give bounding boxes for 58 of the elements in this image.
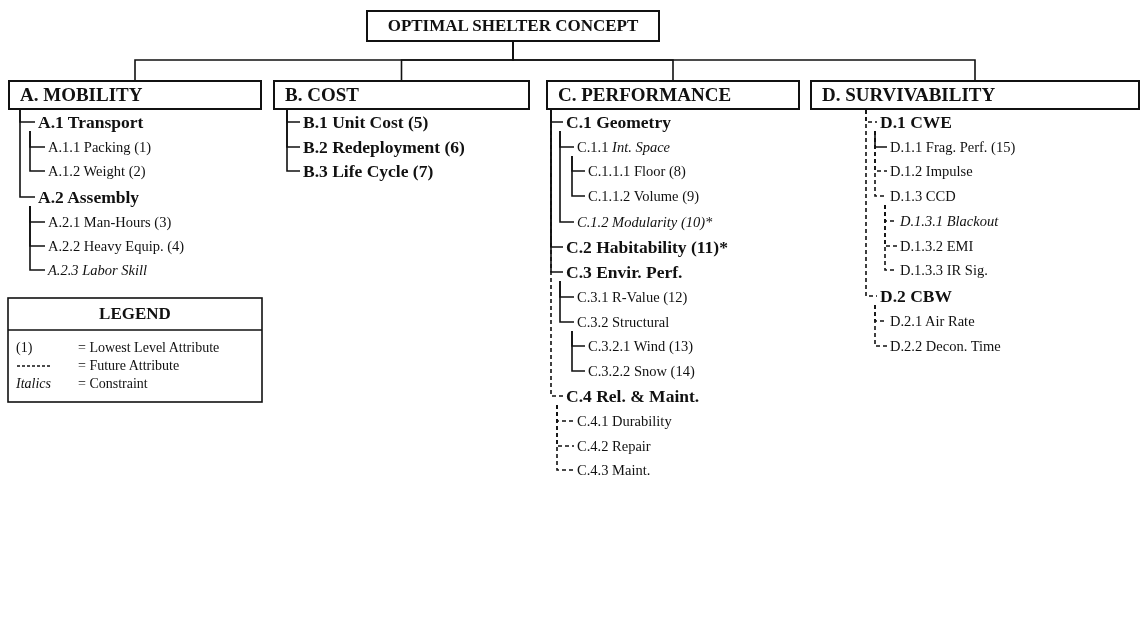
- attribute-label: C.4.2 Repair: [577, 436, 651, 456]
- attribute-label: D.1.3.2 EMI: [900, 236, 974, 256]
- attribute-label: D.1.3.3 IR Sig.: [900, 260, 988, 280]
- attribute-heading: B.3 Life Cycle (7): [303, 161, 434, 181]
- tree-connector: [874, 304, 888, 347]
- attribute-label: C.1.1.1 Floor (8): [588, 161, 686, 181]
- legend-sample: (1): [16, 339, 33, 357]
- tree-connector: [19, 109, 36, 198]
- attribute-heading: D.1 CWE: [880, 112, 952, 132]
- attribute-label: A.2.1 Man-Hours (3): [48, 212, 172, 232]
- attribute-heading: D.2 CBW: [880, 286, 952, 306]
- tree-connector: [559, 280, 575, 323]
- legend-title: LEGEND: [99, 305, 171, 323]
- attribute-label: C.3.2.2 Snow (14): [588, 361, 695, 381]
- attribute-heading: B.1 Unit Cost (5): [303, 112, 429, 132]
- attribute-heading: C.1 Geometry: [566, 112, 671, 132]
- attribute-label: A.1.1 Packing (1): [48, 137, 152, 157]
- attribute-label: D.1.3 CCD: [890, 186, 956, 206]
- attribute-heading: A.1 Transport: [38, 112, 144, 132]
- attribute-label: A.2.3 Labor Skill: [48, 260, 148, 280]
- attribute-label: D.2.2 Decon. Time: [890, 336, 1001, 356]
- category-box: B. COST: [273, 80, 530, 110]
- tree-connector: [559, 130, 575, 223]
- attribute-label: D.1.3.1 Blackout: [900, 211, 999, 231]
- attribute-label: A.1.2 Weight (2): [48, 161, 146, 181]
- attribute-label: A.2.2 Heavy Equip. (4): [48, 236, 185, 256]
- legend-text: = Constraint: [78, 375, 148, 393]
- title-box: OPTIMAL SHELTER CONCEPT: [366, 10, 660, 42]
- legend-text: = Future Attribute: [78, 357, 180, 375]
- category-box: C. PERFORMANCE: [546, 80, 800, 110]
- tree-connector: [29, 130, 46, 172]
- attribute-label: C.1.1 Int. Space: [577, 137, 671, 157]
- attribute-label: D.2.1 Air Rate: [890, 311, 975, 331]
- attribute-label: D.1.2 Impulse: [890, 161, 973, 181]
- attribute-label: C.3.2.1 Wind (13): [588, 336, 694, 356]
- attribute-heading: A.2 Assembly: [38, 187, 140, 207]
- attribute-label: C.3.2 Structural: [577, 312, 670, 332]
- tree-connector: [286, 109, 301, 172]
- attribute-heading: C.4 Rel. & Maint.: [566, 386, 700, 406]
- category-box: A. MOBILITY: [8, 80, 262, 110]
- attribute-label: C.1.2 Modularity (10)*: [577, 212, 713, 232]
- attribute-heading: B.2 Redeployment (6): [303, 137, 465, 157]
- attribute-label: C.4.3 Maint.: [577, 460, 651, 480]
- category-box: D. SURVIVABILITY: [810, 80, 1140, 110]
- legend-sample: Italics: [16, 375, 51, 393]
- tree-connector: [571, 330, 586, 372]
- attribute-heading: C.2 Habitability (11)*: [566, 237, 728, 257]
- attribute-label: C.1.1.2 Volume (9): [588, 186, 700, 206]
- tree-connector: [550, 109, 564, 397]
- tree-connector: [29, 205, 46, 271]
- tree-connector: [865, 109, 878, 297]
- attribute-heading: C.3 Envir. Perf.: [566, 262, 683, 282]
- attribute-label: C.3.1 R-Value (12): [577, 287, 688, 307]
- tree-connector: [556, 404, 575, 471]
- legend-text: = Lowest Level Attribute: [78, 339, 220, 357]
- tree-connector: [571, 155, 586, 197]
- attribute-label: C.4.1 Durability: [577, 411, 672, 431]
- attribute-label: D.1.1 Frag. Perf. (15): [890, 137, 1016, 157]
